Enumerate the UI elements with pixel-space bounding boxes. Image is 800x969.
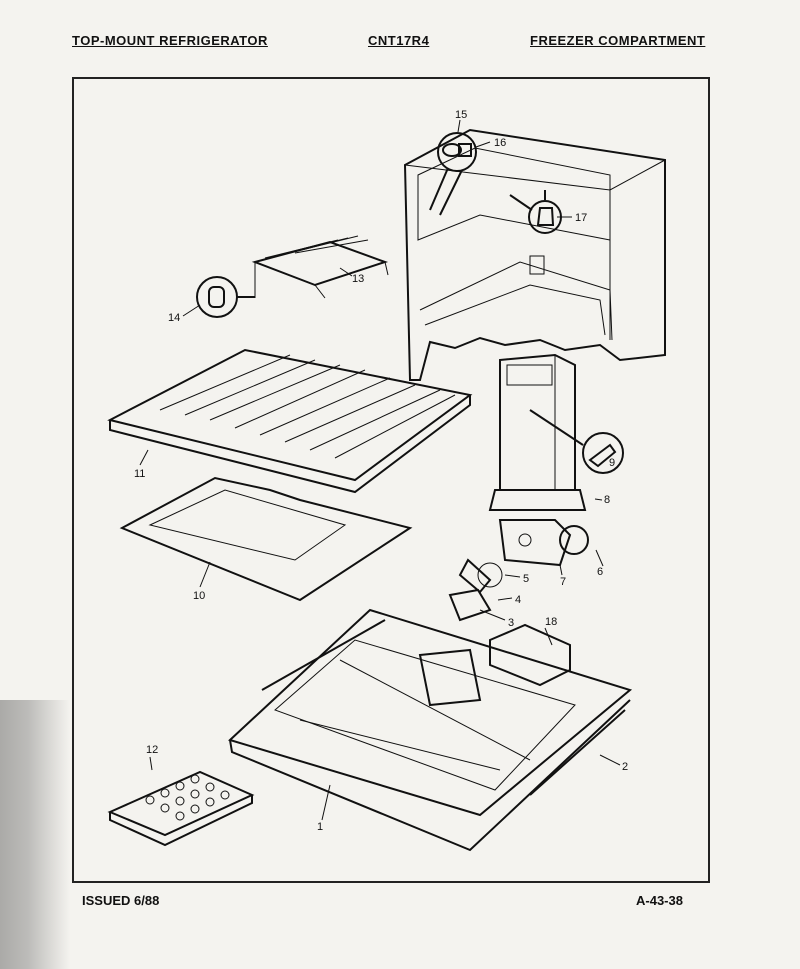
model-number: CNT17R4 [368, 33, 430, 48]
grille-detail-part-9 [529, 409, 624, 474]
callout-9: 9 [609, 457, 615, 469]
callout-18: 18 [545, 616, 557, 628]
light-bulb-detail [429, 132, 477, 216]
fan-assembly [448, 519, 589, 622]
diagram-frame [72, 77, 710, 883]
freezer-shelf-part-11 [107, 348, 473, 494]
callout-5: 5 [523, 573, 529, 585]
callout-12: 12 [146, 744, 158, 756]
callout-1: 1 [317, 821, 323, 833]
doc-title: TOP-MOUNT REFRIGERATOR [72, 33, 268, 48]
freezer-cabinet [403, 128, 666, 381]
callout-8: 8 [604, 494, 610, 506]
callout-6: 6 [597, 566, 603, 578]
callout-16: 16 [494, 137, 506, 149]
callout-15: 15 [455, 109, 467, 121]
callout-11: 11 [134, 468, 145, 480]
air-duct-part-8 [488, 353, 587, 511]
wire-shelf-part-13 [251, 235, 389, 299]
callout-7: 7 [560, 576, 566, 588]
bumper-part-14 [196, 276, 255, 318]
scan-shadow [0, 700, 70, 969]
grille-part-18 [489, 623, 571, 687]
callout-13: 13 [352, 273, 364, 285]
section-title: FREEZER COMPARTMENT [530, 33, 706, 48]
callout-10: 10 [193, 590, 205, 602]
switch-detail [509, 190, 562, 234]
leader-lines [139, 119, 621, 821]
callout-4: 4 [515, 594, 521, 606]
issued-date: ISSUED 6/88 [82, 893, 160, 908]
callout-3: 3 [508, 617, 514, 629]
ice-tray-part-12 [107, 770, 255, 847]
callout-14: 14 [168, 312, 180, 324]
insulation-panel-part-10 [119, 476, 413, 602]
callout-2: 2 [622, 761, 628, 773]
freezer-liner-part-1-2 [228, 608, 633, 852]
callout-17: 17 [575, 212, 587, 224]
page-code: A-43-38 [636, 893, 683, 908]
